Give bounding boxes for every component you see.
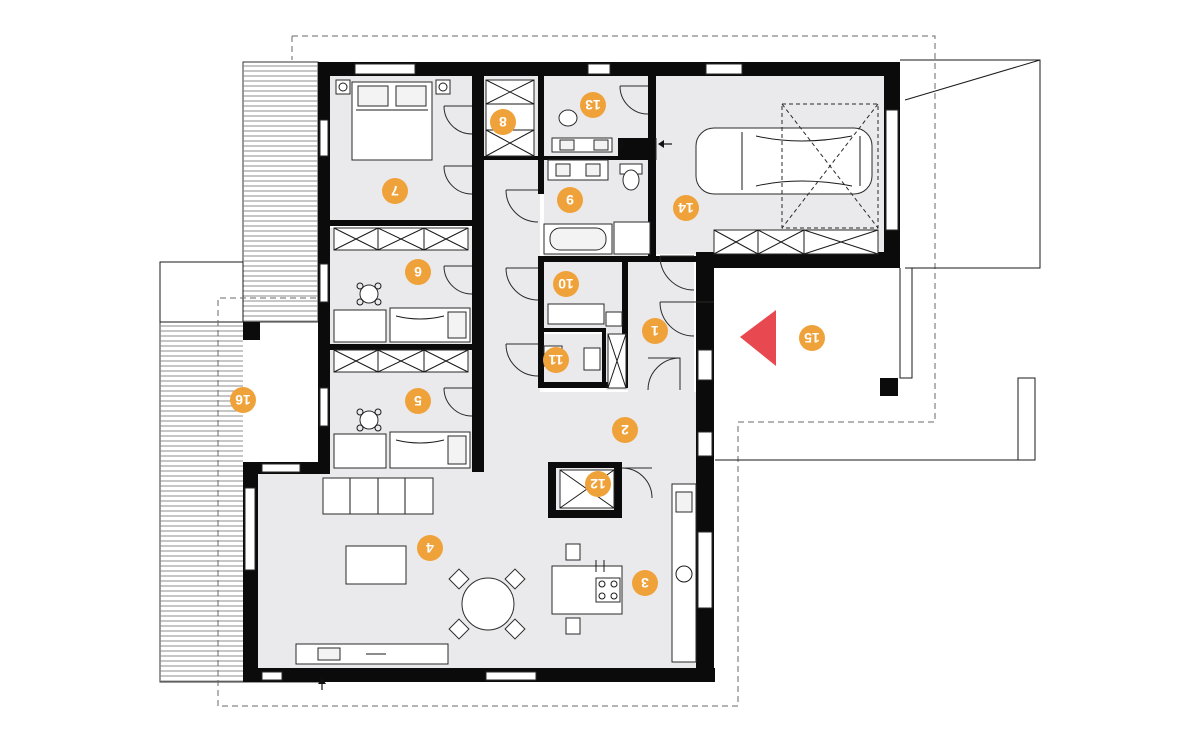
- room-marker-14: 14: [673, 195, 699, 221]
- room-marker-circle: [417, 535, 443, 561]
- north-arrow-icon: [740, 310, 776, 366]
- room-marker-label: 16: [235, 392, 251, 408]
- sink-icon: [547, 137, 623, 327]
- room-marker-label: 10: [558, 276, 574, 292]
- room-marker-circle: [585, 471, 611, 497]
- room-marker-13: 13: [580, 92, 606, 118]
- room-marker-16: 16: [230, 387, 256, 413]
- room-marker-circle: [490, 109, 516, 135]
- room-marker-label: 2: [621, 422, 629, 438]
- room-marker-label: 12: [590, 476, 606, 492]
- room-marker-label: 15: [804, 330, 820, 346]
- room-marker-label: 1: [651, 323, 659, 339]
- room-marker-2: 2: [612, 417, 638, 443]
- cooktop-icon: [595, 560, 621, 603]
- bathtub-icon: [543, 221, 651, 255]
- room-marker-circle: [543, 347, 569, 373]
- windows: [244, 63, 899, 681]
- car-icon: [695, 103, 879, 229]
- room-marker-9: 9: [557, 187, 583, 213]
- room-marker-7: 7: [382, 178, 408, 204]
- room-marker-circle: [382, 178, 408, 204]
- bed-icon: [335, 79, 451, 161]
- doors: [443, 85, 714, 499]
- room-marker-circle: [405, 388, 431, 414]
- room-marker-10: 10: [553, 271, 579, 297]
- roof-outline: [217, 35, 936, 707]
- room-marker-circle: [230, 387, 256, 413]
- coffee-table: [345, 545, 407, 585]
- room-marker-label: 4: [426, 540, 434, 556]
- room-marker-circle: [405, 259, 431, 285]
- wardrobes: [333, 79, 879, 509]
- kitchen-counter: [295, 643, 449, 665]
- room-marker-circle: [553, 271, 579, 297]
- room-marker-4: 4: [417, 535, 443, 561]
- room-marker-circle: [799, 325, 825, 351]
- room-marker-label: 13: [585, 97, 601, 113]
- bed-icon: [333, 282, 471, 343]
- room-marker-label: 8: [499, 114, 507, 130]
- terrace-edge: [159, 261, 244, 323]
- room-marker-11: 11: [543, 347, 569, 373]
- room-marker-label: 7: [391, 183, 399, 199]
- entry-arrow-icon: [318, 140, 672, 690]
- room-marker-label: 5: [414, 393, 422, 409]
- room-marker-label: 6: [414, 264, 422, 280]
- room-marker-3: 3: [632, 570, 658, 596]
- terrace-top-left: [242, 61, 319, 323]
- sofa-icon: [322, 477, 434, 515]
- room-marker-12: 12: [585, 471, 611, 497]
- room-marker-label: 14: [678, 200, 694, 216]
- room-marker-15: 15: [799, 325, 825, 351]
- room-marker-circle: [612, 417, 638, 443]
- room-marker-circle: [557, 187, 583, 213]
- bed-icon: [333, 408, 471, 469]
- site-lines: [715, 59, 1041, 461]
- room-marker-circle: [632, 570, 658, 596]
- room-marker-label: 3: [641, 575, 649, 591]
- room-marker-8: 8: [490, 109, 516, 135]
- room-marker-circle: [642, 318, 668, 344]
- room-marker-5: 5: [405, 388, 431, 414]
- room-marker-label: 11: [548, 352, 563, 368]
- room-marker-1: 1: [642, 318, 668, 344]
- dining-table-icon: [448, 568, 526, 640]
- kitchen-wall-unit: [671, 483, 697, 663]
- room-marker-6: 6: [405, 259, 431, 285]
- room-marker-circle: [580, 92, 606, 118]
- room-marker-circle: [673, 195, 699, 221]
- room-marker-label: 9: [566, 192, 574, 208]
